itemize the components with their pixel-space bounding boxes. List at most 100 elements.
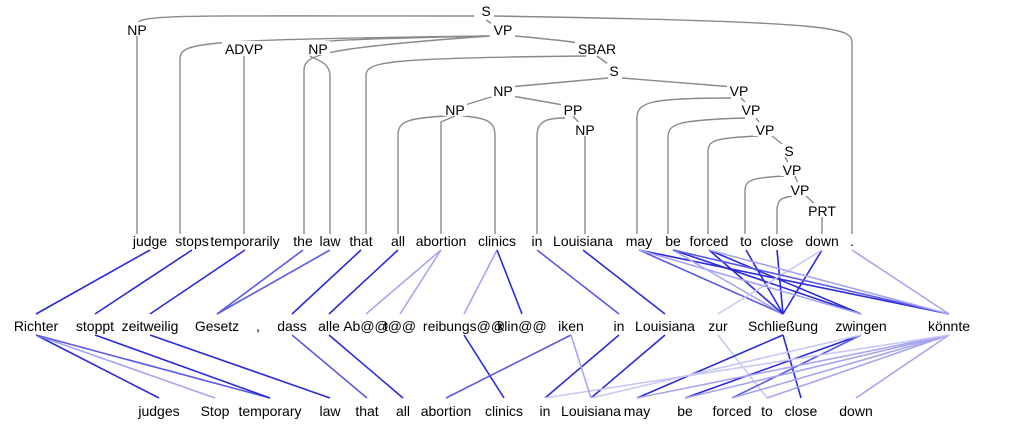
src-token: may <box>626 233 652 249</box>
tree-edge <box>776 195 793 234</box>
alignment-edge <box>766 334 950 399</box>
out-token: that <box>355 403 378 419</box>
tree-label-bg <box>125 22 149 36</box>
tree-node-label: NP <box>127 22 146 38</box>
tree-node-label: S <box>481 3 490 19</box>
alignment-edge <box>672 249 784 315</box>
tree-node-label: NP <box>493 83 512 99</box>
out-token: be <box>677 403 693 419</box>
tree-edge <box>511 95 570 107</box>
tree-node-label: VP <box>742 102 761 118</box>
alignment-edge <box>544 334 950 399</box>
de-token: alle <box>318 318 340 334</box>
src-token: . <box>850 233 854 249</box>
out-token: all <box>396 403 410 419</box>
src-token: Louisiana <box>553 233 613 249</box>
de-token: Gesetz <box>195 318 239 334</box>
src-token: be <box>665 233 681 249</box>
src-token: forced <box>690 233 729 249</box>
tree-edge <box>744 175 785 234</box>
alignment-edge <box>672 249 862 315</box>
out-token: may <box>624 403 650 419</box>
tree-edge <box>508 77 609 88</box>
alignment-edge <box>638 249 784 315</box>
tree-label-bg <box>306 41 330 55</box>
de-token: , <box>256 318 260 334</box>
out-token: clinics <box>485 403 523 419</box>
alignment-edge <box>745 249 784 315</box>
out-token: Louisiana <box>561 403 621 419</box>
alignment-edge <box>149 334 331 399</box>
src-token: stops <box>175 233 208 249</box>
src-token: in <box>532 233 543 249</box>
de-token: dass <box>277 318 307 334</box>
alignment-edge <box>590 334 862 399</box>
tree-label-bg <box>739 102 763 116</box>
tree-node-label: NP <box>445 102 464 118</box>
alignment-edges <box>35 249 950 399</box>
src-token: to <box>740 233 752 249</box>
alignment-edge <box>638 249 862 315</box>
alignment-edge <box>35 334 160 399</box>
tree-label-bg <box>561 102 585 116</box>
tree-edge <box>365 55 587 234</box>
alignment-edge <box>717 249 823 315</box>
src-token: clinics <box>478 233 516 249</box>
out-token: forced <box>713 403 752 419</box>
de-token: in <box>614 318 625 334</box>
parse-tree-edges <box>136 15 853 234</box>
tree-edge <box>636 97 732 234</box>
alignment-edge <box>445 334 572 399</box>
src-token: down <box>805 233 838 249</box>
tree-edge <box>179 35 487 234</box>
tree-label-bg <box>479 3 493 17</box>
tree-edge <box>667 117 746 234</box>
tree-edge <box>136 15 475 27</box>
src-token: judge <box>132 233 167 249</box>
src-token: all <box>391 233 405 249</box>
de-token: stoppt <box>76 318 114 334</box>
tree-node-label: NP <box>308 41 327 57</box>
src-token: the <box>293 233 313 249</box>
alignment-edge <box>544 334 620 399</box>
alignment-edge <box>216 249 304 315</box>
tree-node-label: VP <box>756 122 775 138</box>
alignment-edge <box>590 334 666 399</box>
alignment-edge <box>463 249 498 315</box>
src-token: close <box>761 233 794 249</box>
tree-label-bg <box>443 102 467 116</box>
de-token: könnte <box>928 318 970 334</box>
alignment-edge <box>636 334 784 399</box>
tree-node-label: PP <box>564 102 583 118</box>
tree-edge <box>309 55 331 234</box>
alignment-edge <box>35 249 151 315</box>
tree-label-bg <box>788 182 812 196</box>
alignment-edge <box>782 249 823 315</box>
alignment-edge <box>328 334 404 399</box>
alignment-edge <box>672 249 950 315</box>
tree-label-bg <box>782 143 796 157</box>
alignment-edge <box>496 249 523 315</box>
tree-node-label: S <box>784 143 793 159</box>
alignment-edge <box>149 249 246 315</box>
de-token: zur <box>708 318 728 334</box>
tree-label-bg <box>753 122 777 136</box>
tree-node-label: VP <box>494 22 513 38</box>
src-token: law <box>319 233 341 249</box>
alignment-edge <box>463 334 505 399</box>
de-token: reibungs@@ <box>423 318 505 334</box>
de-token: Schließung <box>748 318 818 334</box>
alignment-edge <box>851 249 950 315</box>
alignment-edge <box>570 334 592 399</box>
tree-edge <box>461 95 495 107</box>
de-token: klin@@ <box>497 318 546 334</box>
out-token: judges <box>137 403 179 419</box>
tree-edge <box>462 115 496 234</box>
tree-edge <box>707 135 759 234</box>
de-token: zwingen <box>835 318 886 334</box>
tree-edge <box>440 115 456 234</box>
de-token: Louisiana <box>635 318 695 334</box>
